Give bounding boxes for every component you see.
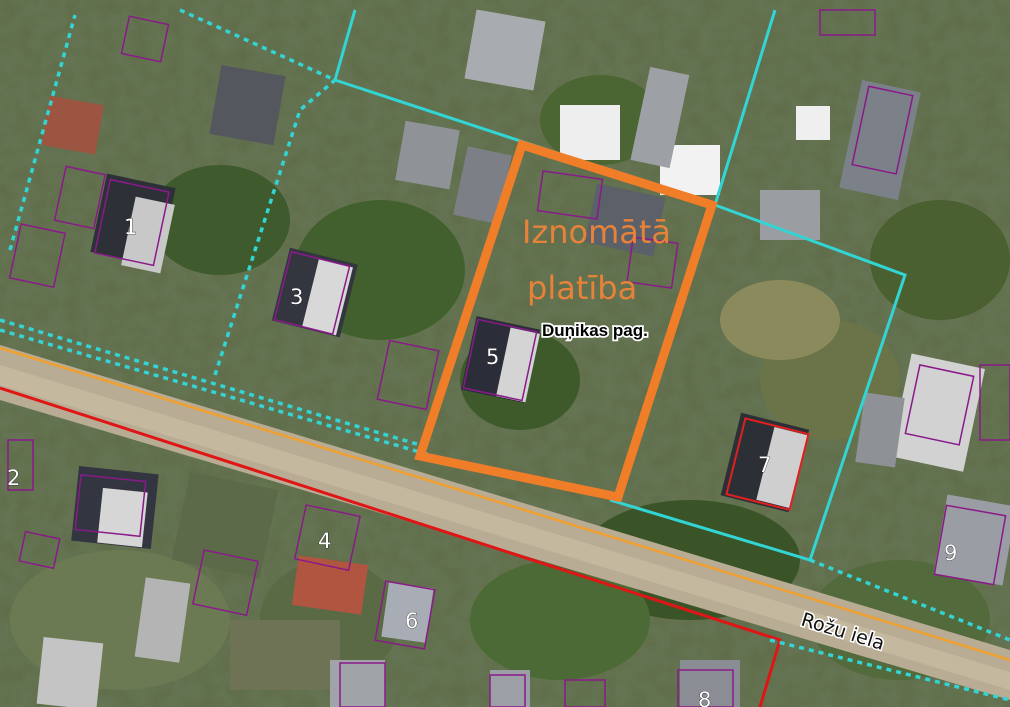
road-line-orange xyxy=(0,346,1010,662)
highlighted-building-7 xyxy=(725,417,810,512)
parish-label: Duņikas pag. xyxy=(542,321,648,340)
building-number-1: 1 xyxy=(124,215,137,239)
lease-area-label-line2: platība xyxy=(527,269,637,307)
building-number-4: 4 xyxy=(318,529,331,553)
building-number-9: 9 xyxy=(944,541,957,565)
building-number-2: 2 xyxy=(7,466,20,490)
dirt-road-surface xyxy=(0,365,1010,690)
building-number-7: 7 xyxy=(758,453,771,477)
building-outlines xyxy=(7,9,1010,707)
lease-area-label-line1: Iznomātā xyxy=(522,213,671,251)
garden-plot xyxy=(230,620,340,690)
building-number-5: 5 xyxy=(486,345,499,369)
building-number-6: 6 xyxy=(405,609,418,633)
building-number-3: 3 xyxy=(290,285,303,309)
buildings xyxy=(36,9,1010,707)
lease-area-boundary[interactable] xyxy=(414,139,718,503)
garden-plot xyxy=(171,471,279,579)
road-line-red xyxy=(0,386,782,707)
parcel-boundaries-dashed xyxy=(0,8,1010,702)
building-number-8: 8 xyxy=(698,688,711,707)
